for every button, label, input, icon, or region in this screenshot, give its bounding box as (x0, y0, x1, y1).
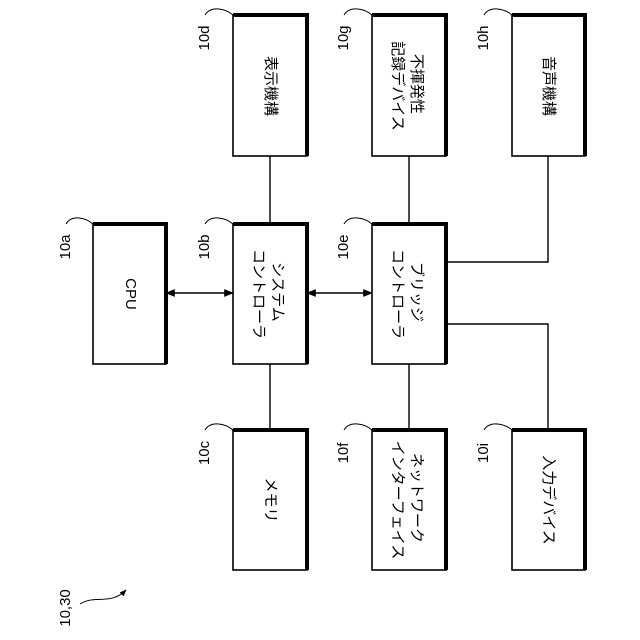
input-device-label: 入力デバイス (540, 455, 558, 545)
figure-ref: 10,30 (57, 589, 74, 627)
system-controller-block: システム コントローラ (233, 224, 307, 364)
audio-ref: 10h (475, 25, 492, 50)
display-ref-leader (205, 9, 233, 15)
bridge-controller-ref: 10e (335, 234, 352, 259)
bridge-audio-link (446, 156, 548, 262)
nonvolatile-storage-ref-leader (344, 9, 372, 15)
network-interface-block: ネットワーク インターフェイス (372, 430, 446, 570)
display-ref: 10d (196, 25, 213, 50)
input-device-ref-leader (484, 424, 512, 430)
audio-ref-leader (484, 9, 512, 15)
nonvolatile-storage-block: 不揮発性 記録デバイス (372, 15, 446, 156)
memory-label: メモリ (262, 477, 279, 522)
cpu-ref-leader (66, 218, 93, 224)
cpu-ref: 10a (57, 234, 74, 260)
system-controller-ref: 10b (196, 234, 213, 259)
cpu-label: CPU (122, 278, 139, 310)
nonvolatile-storage-ref: 10g (335, 25, 352, 50)
bridge-controller-ref-leader (344, 218, 372, 224)
bridge-input-link (446, 324, 548, 430)
input-device-ref: 10i (475, 443, 492, 463)
system-controller-ref-leader (205, 218, 233, 224)
network-interface-ref: 10f (335, 442, 352, 464)
audio-block: 音声機構 (512, 15, 585, 156)
input-device-block: 入力デバイス (512, 430, 585, 570)
memory-block: メモリ (233, 430, 307, 570)
bridge-controller-block: ブリッジ コントローラ (372, 224, 446, 364)
memory-ref: 10c (196, 440, 213, 465)
network-interface-ref-leader (344, 424, 372, 430)
display-block: 表示機構 (233, 15, 307, 156)
memory-ref-leader (205, 424, 233, 430)
display-label: 表示機構 (262, 56, 279, 116)
cpu-block: CPU (93, 224, 166, 364)
connections (166, 156, 548, 430)
audio-label: 音声機構 (540, 56, 558, 116)
figure-ref-leader (80, 590, 126, 604)
